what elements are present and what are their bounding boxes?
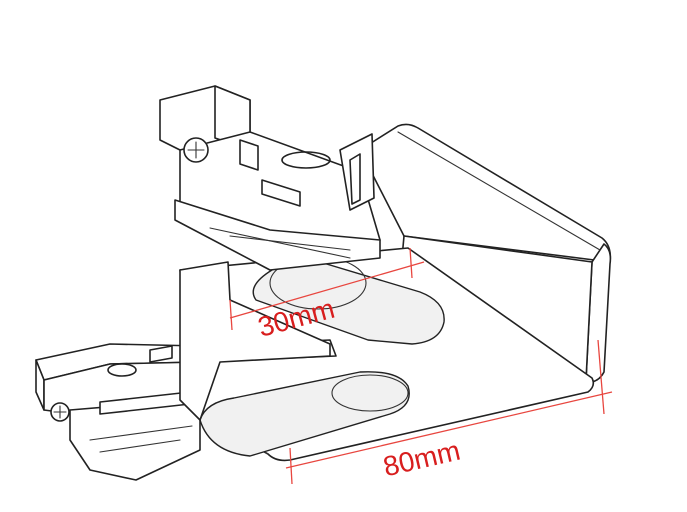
dim-30-tick-left	[229, 299, 233, 331]
dim-80-label: 80mm	[380, 435, 463, 483]
dim-80-leader	[285, 391, 613, 469]
dim-80-tick-right	[597, 339, 605, 415]
dim-30-leader	[229, 261, 425, 319]
slot-lower	[199, 371, 410, 457]
upper-adapter	[159, 85, 381, 271]
centre-wall	[179, 261, 331, 421]
dim-30-tick-right	[409, 247, 413, 279]
dim-80-tick-left	[289, 447, 293, 485]
